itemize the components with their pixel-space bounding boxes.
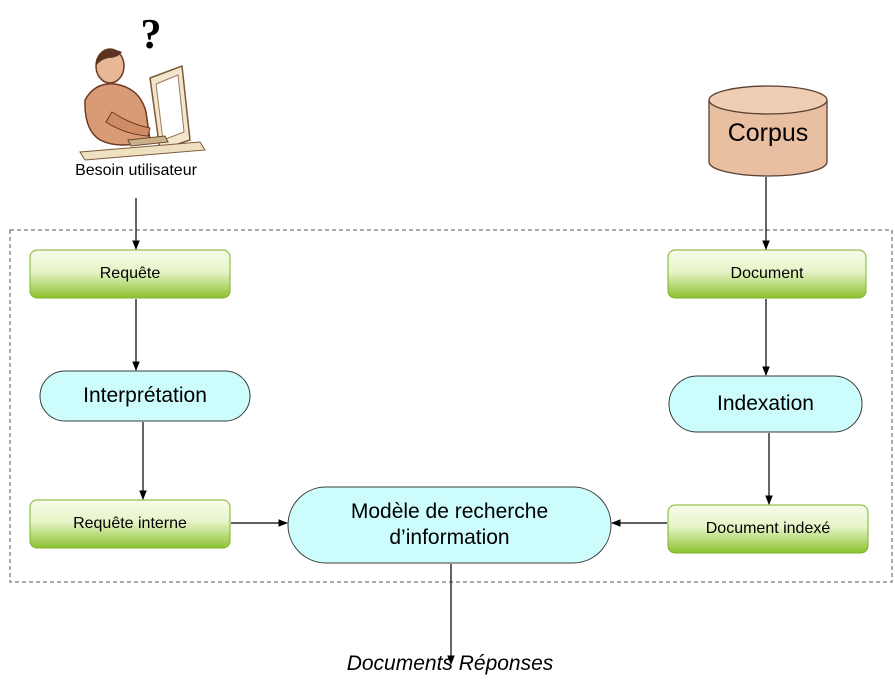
requete-interne-box [29,499,231,549]
interpretation-shape [39,370,251,422]
user-at-computer-icon [79,48,206,161]
output-label: Documents Réponses [346,652,554,675]
user-label: Besoin utilisateur [75,162,197,179]
flow-arrows [132,177,773,665]
modele-label-line2: d’information [389,526,510,549]
document-indexe-label: Document indexé [705,520,831,537]
requete-label: Requête [99,265,161,282]
modele-label: Modèle de recherche d’information [288,487,611,563]
interpretation-label: Interprétation [83,383,207,407]
document-label: Document [730,265,804,282]
document-indexe-box [667,504,869,554]
corpus-cylinder-icon [708,85,828,177]
modele-shape [287,486,612,564]
requete-box [29,249,231,299]
requete-interne-label: Requête interne [73,515,187,532]
question-mark-icon: ? [141,12,162,58]
document-box [667,249,867,299]
indexation-shape [668,375,863,433]
indexation-label: Indexation [717,391,814,415]
modele-label-line1: Modèle de recherche [350,499,549,523]
corpus-label: Corpus [727,119,809,148]
